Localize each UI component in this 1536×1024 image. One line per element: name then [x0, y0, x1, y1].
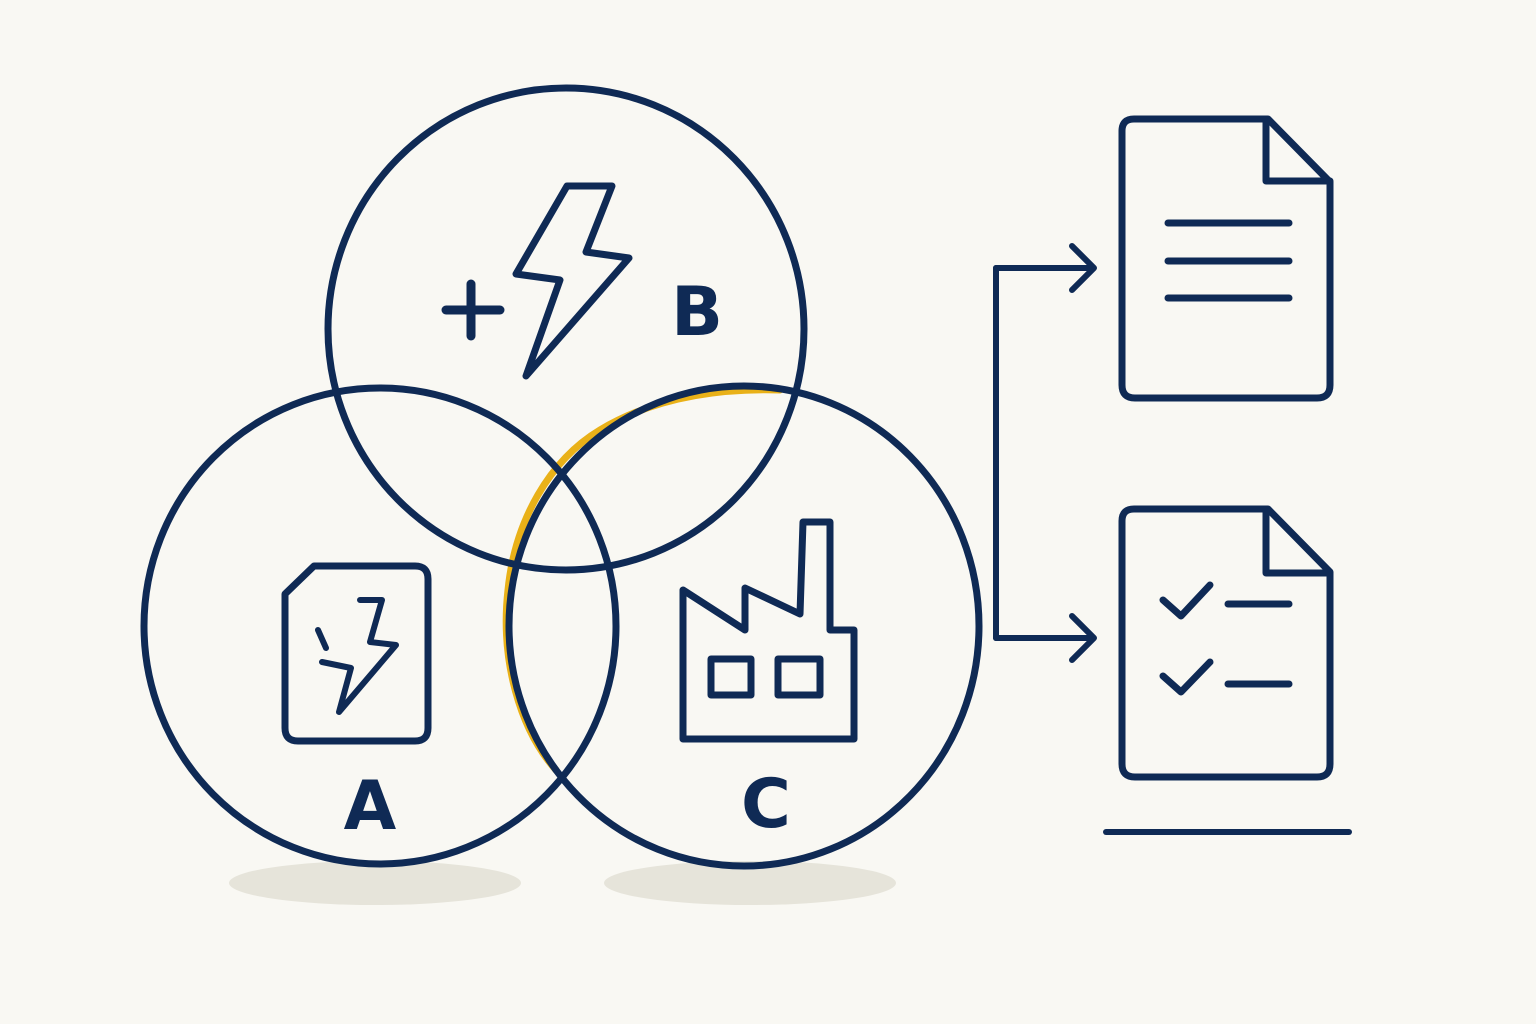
document-lines-icon: [1118, 115, 1334, 402]
circle-a: [140, 384, 620, 868]
circle-a-label: A: [344, 767, 397, 846]
circle-b: [324, 84, 808, 574]
highlighted-circle: [502, 386, 784, 774]
document-lightning-icon: [281, 562, 432, 745]
circle-c-label: C: [741, 765, 791, 844]
factory-icon: [679, 518, 858, 743]
circle-c-shadow: [604, 861, 896, 905]
circle-c: [505, 382, 983, 870]
check-icon: [1159, 581, 1214, 620]
circle-a-shadow: [229, 861, 521, 905]
check-icon: [1159, 658, 1214, 696]
circle-b-label: B: [671, 273, 723, 352]
branch-connector: [993, 243, 1097, 663]
lightning-icon: [512, 182, 633, 380]
checklist-document-icon: [1118, 505, 1334, 781]
plus-icon: [441, 279, 505, 341]
